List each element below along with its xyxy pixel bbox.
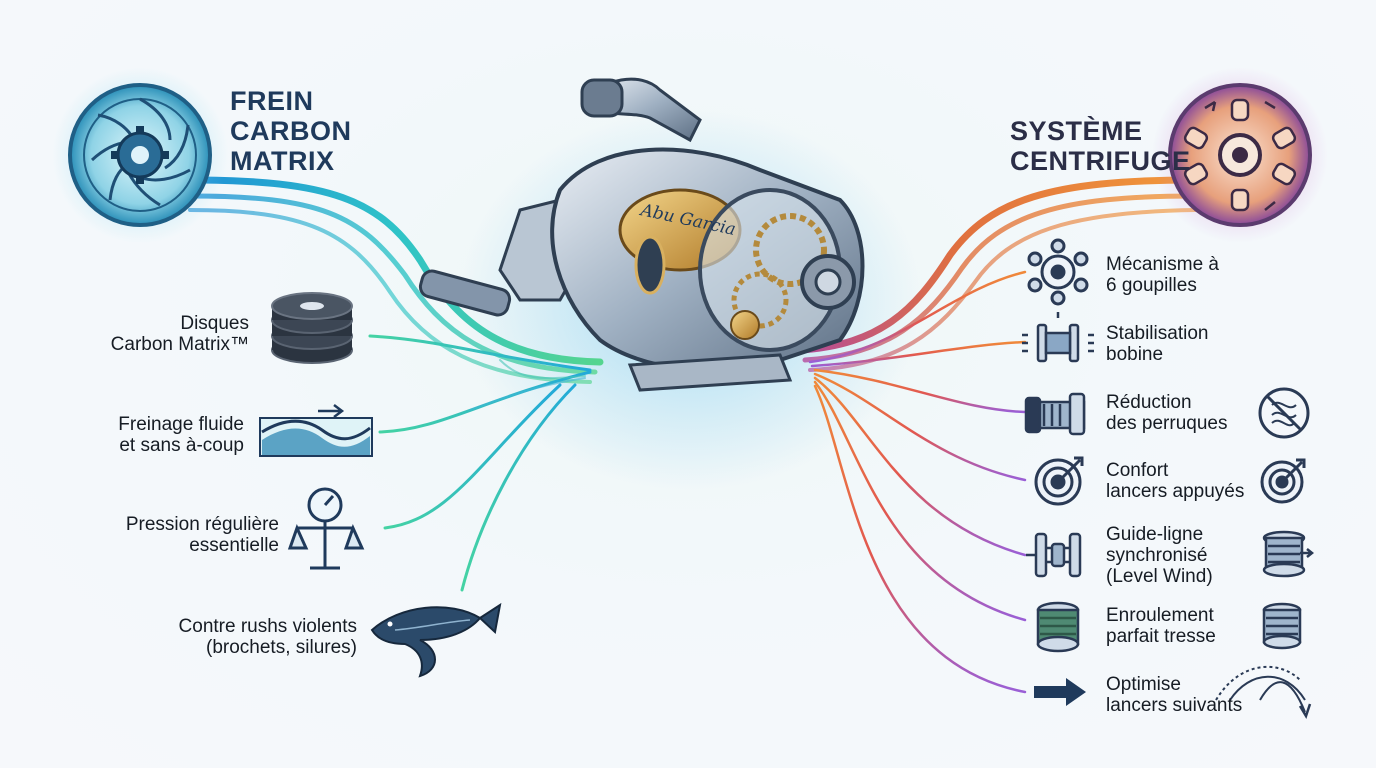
six-pins-icon: [1027, 238, 1089, 306]
label-line: Carbon Matrix™: [110, 334, 249, 355]
right-feature-label: Stabilisation bobine: [1106, 323, 1208, 365]
label-line: des perruques: [1106, 413, 1228, 434]
left-title-line: MATRIX: [230, 146, 335, 176]
label-line: Enroulement: [1106, 605, 1214, 626]
right-title-line: CENTRIFUGE: [1010, 146, 1191, 176]
right-title-line: SYSTÈME: [1010, 116, 1143, 146]
label-line: essentielle: [189, 535, 279, 556]
left-title: FREIN CARBON MATRIX: [230, 86, 352, 176]
label-line: Freinage fluide: [118, 414, 244, 435]
label-line: Guide-ligne: [1106, 524, 1204, 545]
label-line: Mécanisme à: [1106, 254, 1219, 275]
right-title: SYSTÈME CENTRIFUGE: [1010, 116, 1191, 176]
braid-spool-icon: [1262, 602, 1302, 650]
reel-spool-icon: [1024, 392, 1086, 436]
left-feature-label: Contre rushs violents (brochets, silures…: [179, 616, 357, 658]
no-tangle-icon: [1258, 387, 1310, 439]
left-feature-label: Disques Carbon Matrix™: [111, 313, 249, 355]
left-feature-label: Pression régulière essentielle: [126, 514, 279, 556]
right-feature-label: Confort lancers appuyés: [1106, 460, 1244, 502]
left-title-line: FREIN: [230, 86, 314, 116]
label-line: Disques: [180, 313, 249, 334]
level-wind-icon: [1026, 532, 1082, 578]
left-flow-lines: [186, 176, 604, 592]
braid-spool-icon: [1036, 601, 1080, 653]
target-icon: [1034, 456, 1084, 506]
carbon-disc-stack-icon: [271, 292, 353, 364]
brake-disc-icon: [52, 67, 228, 243]
label-line: (Level Wind): [1106, 566, 1213, 587]
smooth-wave-icon: [259, 404, 373, 457]
label-line: et sans à-coup: [119, 435, 244, 456]
label-line: Optimise: [1106, 674, 1181, 695]
pressure-scale-icon: [287, 487, 365, 570]
label-line: Contre rushs violents: [178, 616, 357, 637]
label-line: Stabilisation: [1106, 323, 1209, 344]
label-line: synchronisé: [1106, 545, 1208, 566]
arrow-right-icon: [1034, 678, 1086, 706]
left-feature-label: Freinage fluide et sans à-coup: [118, 414, 244, 456]
spool-guide-icon: [1262, 530, 1315, 578]
label-line: Confort: [1106, 460, 1169, 481]
left-title-line: CARBON: [230, 116, 352, 146]
pike-fish-icon: [370, 602, 502, 678]
target-icon: [1260, 458, 1306, 504]
label-line: Pression régulière: [125, 514, 279, 535]
label-line: bobine: [1106, 344, 1164, 365]
centrifuge-pins-icon: [1152, 67, 1328, 243]
label-line: 6 goupilles: [1106, 275, 1197, 296]
label-line: lancers suivants: [1106, 695, 1243, 716]
label-line: parfait tresse: [1106, 626, 1216, 647]
right-flow-lines: [796, 176, 1199, 694]
label-line: (brochets, silures): [206, 637, 357, 658]
right-feature-label: Optimise lancers suivants: [1106, 674, 1242, 716]
right-feature-label: Enroulement parfait tresse: [1106, 605, 1216, 647]
baitcasting-reel-icon: Abu Garcia: [418, 77, 865, 392]
label-line: lancers appuyés: [1106, 481, 1245, 502]
spool-stabilization-icon: [1022, 312, 1094, 363]
right-feature-label: Réduction des perruques: [1106, 392, 1227, 434]
label-line: Réduction: [1106, 392, 1192, 413]
cast-trajectory-icon: [1215, 666, 1312, 719]
right-feature-label: Guide-ligne synchronisé (Level Wind): [1106, 524, 1213, 587]
right-feature-label: Mécanisme à 6 goupilles: [1106, 254, 1219, 296]
